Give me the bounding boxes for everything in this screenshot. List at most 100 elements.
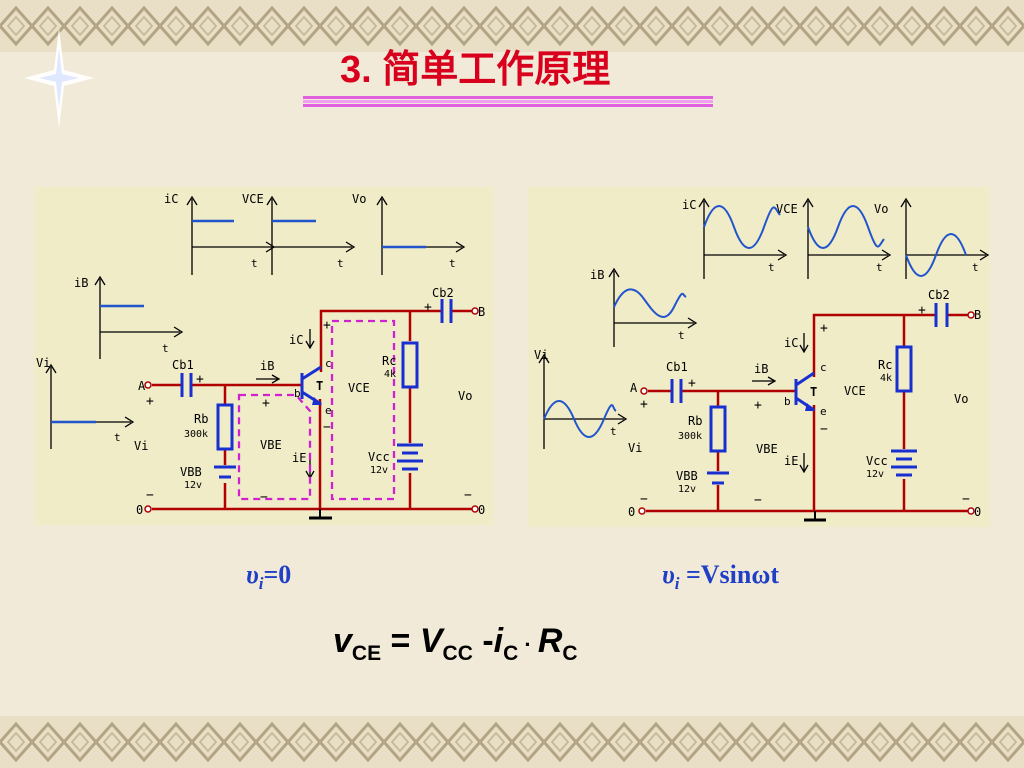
ib-graph (94, 275, 184, 359)
svg-text:Vi: Vi (134, 439, 148, 453)
svg-text:Rc: Rc (382, 354, 396, 368)
svg-text:iB: iB (260, 359, 274, 373)
capacitor-cb1 (670, 379, 683, 403)
svg-text:0: 0 (136, 503, 143, 517)
svg-text:+: + (640, 397, 648, 412)
svg-text:VCE: VCE (776, 202, 798, 216)
slide-title: 3. 简单工作原理 (340, 49, 611, 91)
svg-text:Rb: Rb (194, 412, 208, 426)
resistor-rb (216, 403, 234, 451)
svg-text:+: + (196, 372, 204, 387)
svg-text:+: + (323, 318, 331, 333)
decorative-border-top (0, 0, 1024, 52)
right-circuit-panel: iC VCE Vo t t t iB t Vi t A + Cb1 + iB +… (528, 187, 990, 527)
circuit-wires (646, 313, 968, 513)
svg-text:Vcc: Vcc (866, 454, 888, 468)
svg-text:iB: iB (590, 268, 604, 282)
svg-text:Vo: Vo (458, 389, 472, 403)
svg-text:t: t (337, 257, 344, 270)
svg-text:−: − (820, 422, 828, 437)
svg-text:12v: 12v (678, 484, 696, 495)
svg-text:−: − (323, 420, 331, 435)
ib-graph (608, 267, 698, 347)
ib-signal (613, 288, 687, 318)
svg-text:−: − (260, 490, 268, 505)
svg-text:Rb: Rb (688, 414, 702, 428)
svg-text:A: A (630, 381, 638, 395)
resistor-rc (401, 341, 419, 389)
vo-graph (900, 197, 990, 279)
svg-text:−: − (640, 492, 648, 507)
vce-graph (802, 197, 892, 279)
svg-text:VCE: VCE (242, 192, 264, 206)
svg-text:0: 0 (628, 505, 635, 519)
battery-vcc (397, 443, 423, 471)
condition-vi-zero: υi=0 (246, 560, 292, 594)
vce-formula: vCE = VCC -iC · RC (333, 622, 578, 665)
svg-text:iC: iC (164, 192, 178, 206)
svg-text:b: b (294, 387, 301, 400)
svg-text:B: B (478, 305, 485, 319)
svg-text:+: + (754, 398, 762, 413)
svg-text:t: t (972, 261, 979, 274)
decorative-border-bottom (0, 716, 1024, 768)
svg-text:Vcc: Vcc (368, 450, 390, 464)
svg-text:B: B (974, 308, 981, 322)
svg-text:12v: 12v (370, 465, 388, 476)
svg-text:t: t (768, 261, 775, 274)
svg-text:+: + (262, 396, 270, 411)
svg-text:12v: 12v (184, 480, 202, 491)
ic-graph (186, 195, 276, 275)
svg-text:VBB: VBB (180, 465, 202, 479)
vo-signal (905, 233, 967, 277)
svg-text:+: + (146, 394, 154, 409)
left-circuit-panel: iC VCE Vo t t t iB t Vi t A + Cb1 + iB +… (34, 187, 494, 525)
svg-text:Cb1: Cb1 (666, 360, 688, 374)
svg-text:b: b (784, 395, 791, 408)
svg-text:iE: iE (784, 454, 798, 468)
svg-text:+: + (820, 321, 828, 336)
svg-text:0: 0 (974, 505, 981, 519)
title-underline (303, 95, 713, 109)
svg-text:+: + (424, 300, 432, 315)
vi-signal (543, 400, 617, 438)
svg-text:A: A (138, 379, 146, 393)
svg-text:Rc: Rc (878, 358, 892, 372)
svg-text:300k: 300k (678, 431, 702, 442)
svg-text:T: T (810, 385, 817, 399)
ic-signal (703, 205, 781, 249)
svg-text:t: t (251, 257, 258, 270)
svg-text:e: e (820, 405, 827, 418)
svg-text:−: − (146, 488, 154, 503)
svg-text:−: − (464, 488, 472, 503)
svg-text:300k: 300k (184, 429, 208, 440)
svg-text:iE: iE (292, 451, 306, 465)
right-circuit-diagram: iC VCE Vo t t t iB t Vi t A + Cb1 + iB +… (534, 197, 990, 522)
svg-text:VBB: VBB (676, 469, 698, 483)
svg-text:Vo: Vo (874, 202, 888, 216)
battery-vbb (214, 465, 236, 479)
svg-text:c: c (820, 361, 827, 374)
svg-text:iC: iC (289, 333, 303, 347)
vi-graph (538, 353, 628, 449)
svg-text:c: c (325, 357, 332, 370)
svg-text:4k: 4k (880, 373, 892, 384)
resistor-rb (709, 405, 727, 453)
svg-text:iC: iC (682, 198, 696, 212)
svg-text:t: t (162, 342, 169, 355)
svg-text:iB: iB (754, 362, 768, 376)
svg-text:iB: iB (74, 276, 88, 290)
resistor-rc (895, 345, 913, 393)
svg-text:+: + (688, 376, 696, 391)
svg-text:Cb2: Cb2 (928, 288, 950, 302)
capacitor-cb1 (180, 373, 193, 397)
svg-text:t: t (449, 257, 456, 270)
svg-text:Vo: Vo (352, 192, 366, 206)
circuit-wires (152, 309, 472, 511)
svg-text:T: T (316, 379, 323, 393)
svg-text:VCE: VCE (844, 384, 866, 398)
vce-signal (807, 205, 885, 249)
left-circuit-diagram: iC VCE Vo t t t iB t Vi t A + Cb1 + iB +… (36, 192, 485, 520)
svg-text:t: t (610, 425, 617, 438)
svg-text:iC: iC (784, 336, 798, 350)
